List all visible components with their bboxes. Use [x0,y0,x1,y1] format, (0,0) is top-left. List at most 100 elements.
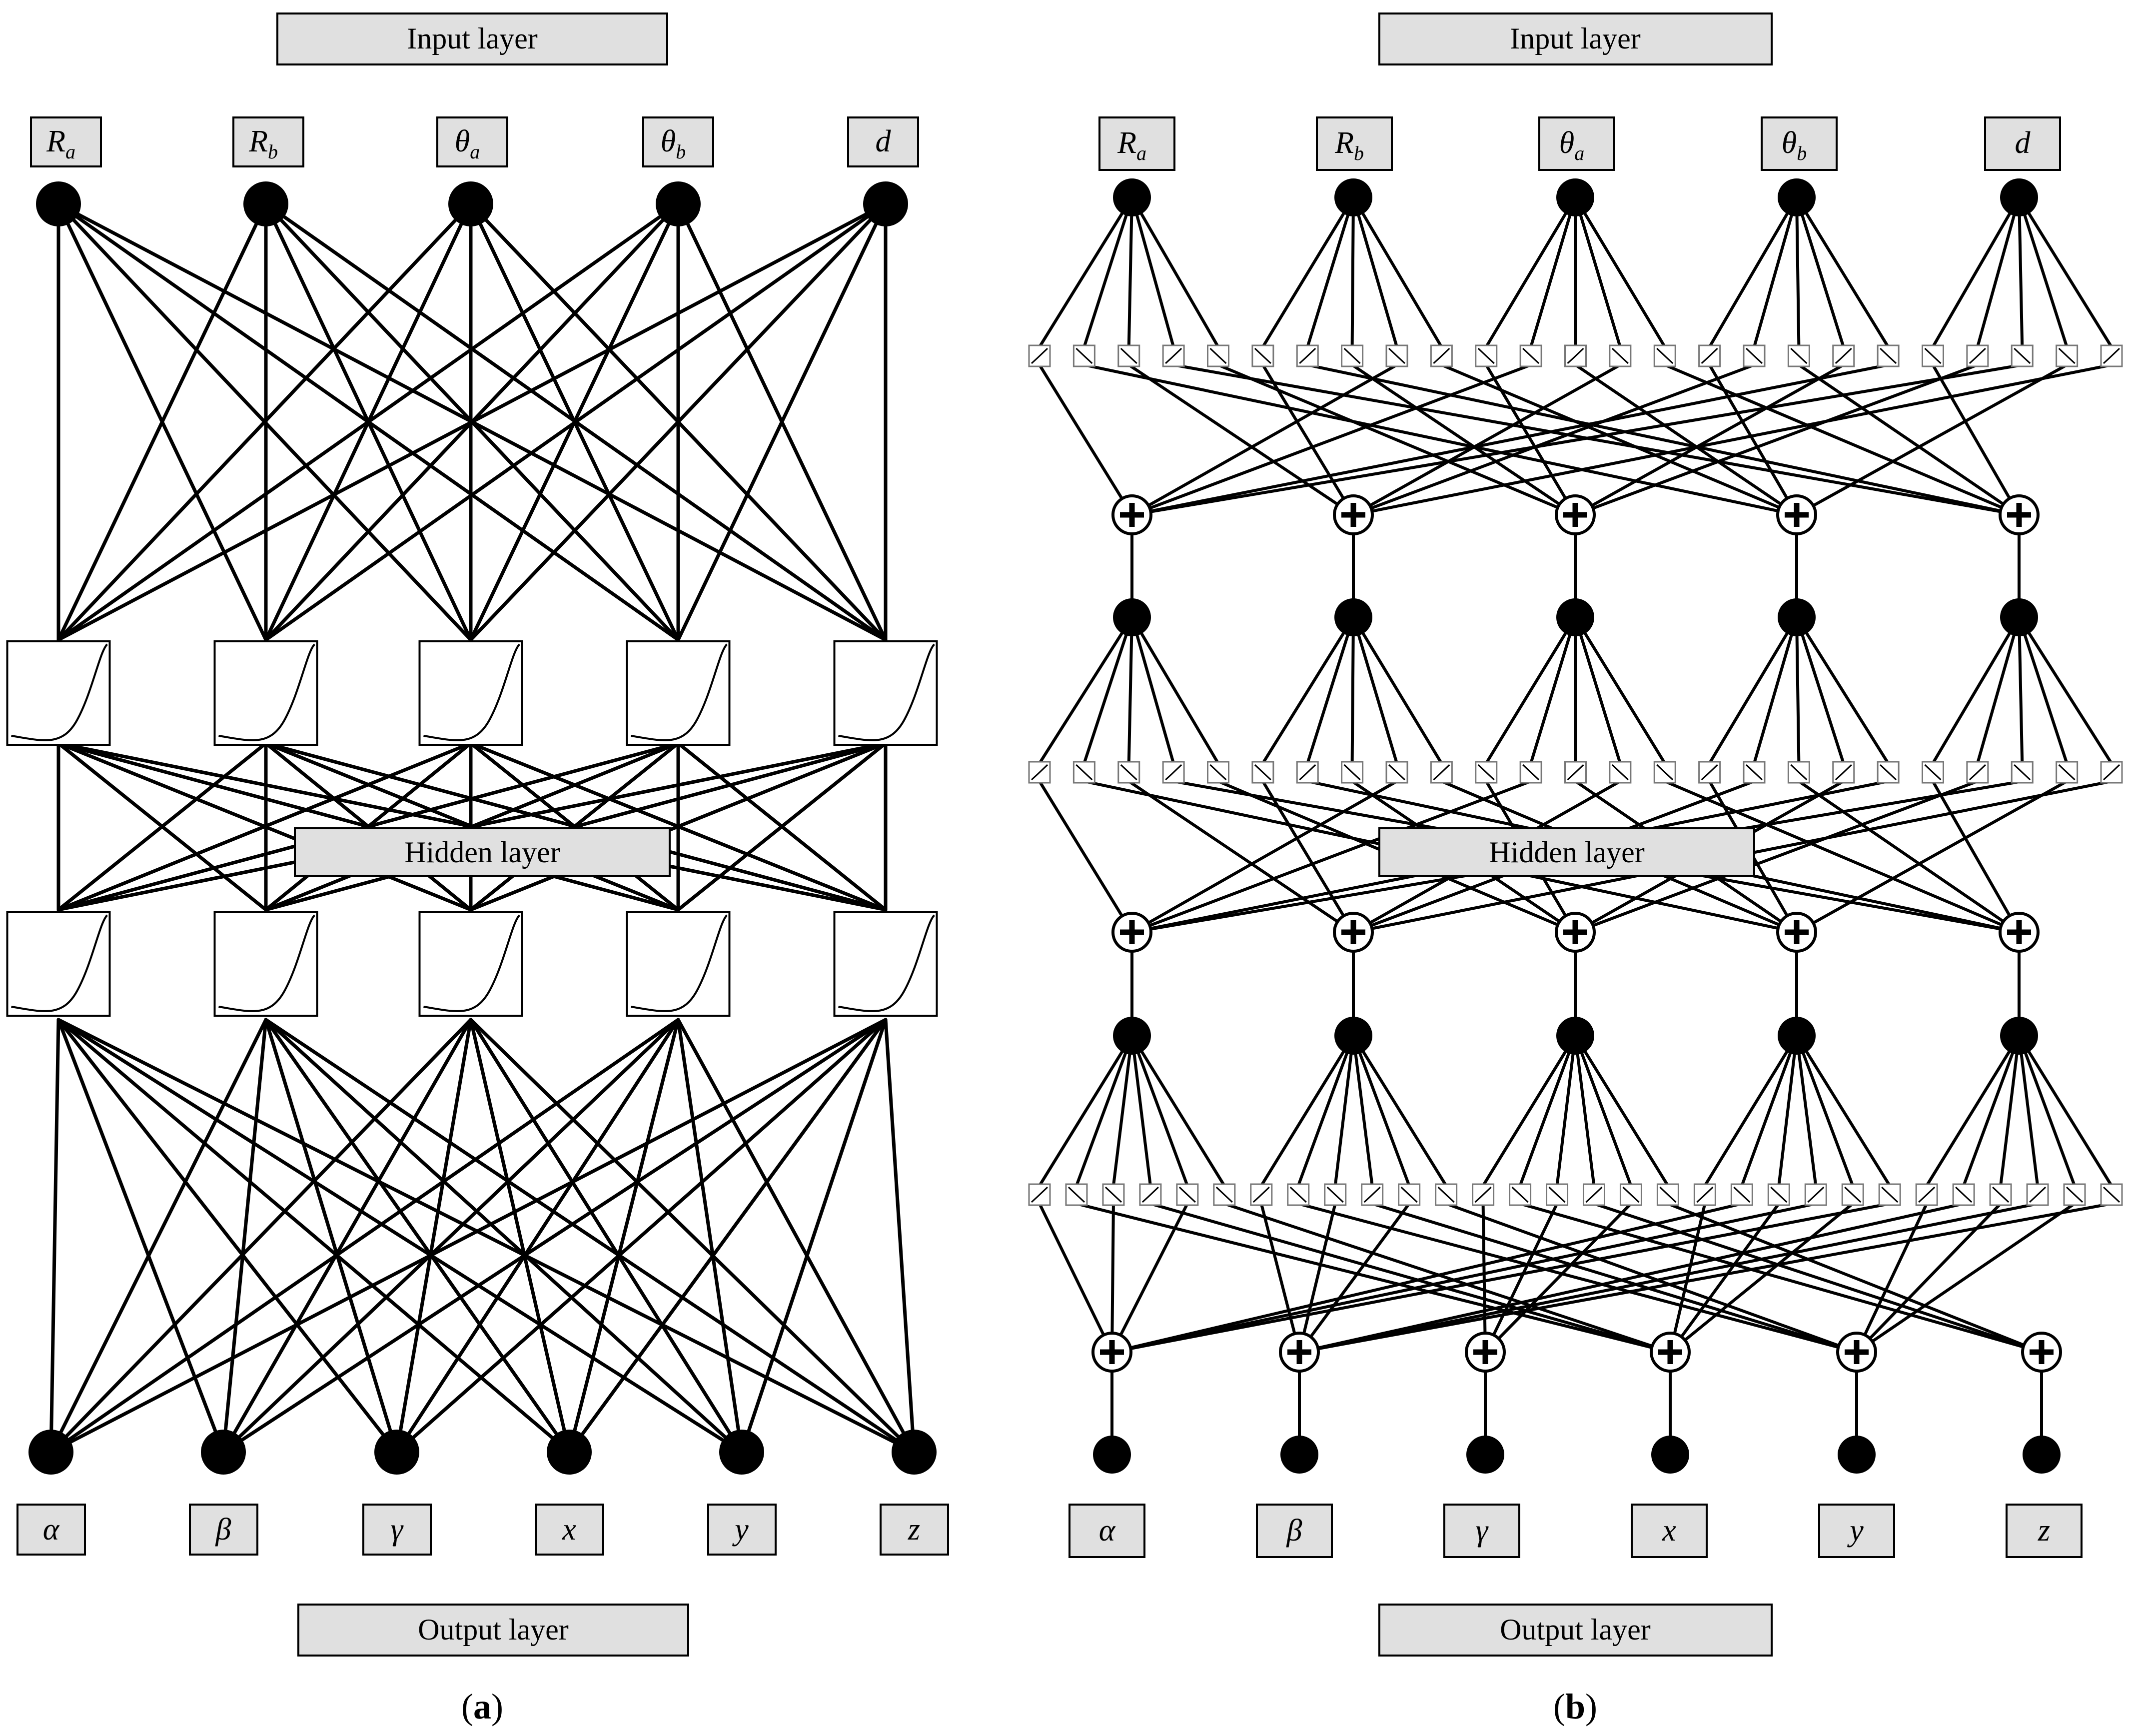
connection-line [1708,196,1798,348]
connection-line [49,1018,680,1454]
connection-line [2018,1034,2040,1187]
kan-function-icon [1472,1183,1495,1206]
connection-line [1130,1034,1189,1187]
connection-line [1038,1034,1133,1187]
kan-function-curve [1835,347,1852,364]
connection-line [1484,196,1577,348]
connection-line [1352,363,1756,516]
panel-b-input-d: d [1984,116,2061,171]
connection-line [1038,780,1133,934]
panel-a-output-x: x [535,1504,604,1556]
connection-line [676,202,888,642]
connection-line [1708,363,1798,516]
panel-a-input-layer-box: Input layer [276,12,668,65]
kan-function-curve [1807,1186,1825,1203]
kan-function-curve [1745,764,1763,781]
kan-function-icon [1804,1183,1827,1206]
connection-line [1110,1202,1818,1354]
kan-function-curve [1252,1186,1270,1203]
kan-function-curve [1701,347,1718,364]
connection-line [221,1018,680,1454]
kan-function-curve [1522,764,1540,781]
connection-line [1038,196,1133,348]
connection-line [1574,363,1798,516]
kan-function-icon [1385,761,1408,784]
activation-function-icon [418,911,523,1017]
connection-line [395,1018,888,1454]
connection-line [49,1018,888,1454]
kan-function-icon [1207,761,1229,784]
kan-function-curve [2103,764,2121,781]
panel-b-input-theta-a: θa [1538,116,1615,171]
sigmoid-curve [631,914,728,1012]
kan-function-icon [2100,344,2123,367]
connection-line [1261,363,1355,516]
connection-line [1298,1202,1411,1354]
kan-function-curve [2058,764,2076,781]
sigmoid-curve [838,643,936,741]
panel-a-hidden-layer-label: Hidden layer [404,836,560,869]
kan-function-curve [1745,347,1763,364]
kan-function-icon [2011,344,2034,367]
kan-function-curve [1209,764,1227,781]
connection-line [1529,616,1577,765]
connection-line [264,741,888,912]
connection-line [1592,1202,2043,1354]
input-neuron [863,181,908,226]
kan-function-icon [1475,344,1498,367]
connection-line [1666,1202,2043,1354]
output-neuron [374,1430,419,1475]
svg-text:γ: γ [391,1513,404,1547]
kan-function-icon [1207,344,1229,367]
summation-node [1836,1332,1877,1373]
kan-function-curve [1924,347,1942,364]
connection-line [395,1018,473,1454]
plus-icon [1563,920,1587,944]
connection-line [1976,196,2021,348]
connection-line [1082,196,1133,348]
sigmoid-curve [218,914,316,1012]
kan-function-icon [1385,344,1408,367]
panel-a-hidden-layer-box: Hidden layer [294,827,671,877]
kan-function-icon [1213,1183,1236,1206]
summation-node [2021,1332,2062,1373]
connection-line [1130,780,1533,934]
connection-line [56,1018,744,1454]
kan-function-icon [1966,344,1989,367]
summation-node [1776,494,1817,535]
kan-function-icon [1609,344,1632,367]
kan-function-curve [1120,764,1137,781]
connection-line [1797,780,2021,934]
svg-text:Rb: Rb [248,124,278,163]
kan-function-icon [1787,761,1810,784]
output-neuron [1651,1436,1689,1474]
plus-icon [1785,503,1809,527]
connection-line [2018,1034,2113,1187]
panel-a-caption: (a) [461,1687,503,1727]
plus-icon [1785,920,1809,944]
kan-function-curve [1567,347,1584,364]
panel-a-output-layer-box: Output layer [297,1604,689,1657]
kan-function-icon [1117,344,1140,367]
connection-line [469,741,888,912]
kan-function-icon [1546,1183,1569,1206]
panel-b-output-layer-box: Output layer [1378,1604,1773,1657]
connection-line [1663,363,2021,516]
kan-function-icon [1435,1183,1458,1206]
plus-icon [1473,1340,1497,1364]
kan-function-icon [1251,344,1274,367]
kan-function-curve [2066,1186,2084,1203]
connection-line [49,1018,268,1454]
connection-line [1127,780,1355,934]
plus-icon [1287,1340,1311,1364]
kan-function-icon [1475,761,1498,784]
connection-line [1261,780,1355,934]
kan-function-icon [1922,761,1944,784]
kan-function-curve [1696,1186,1714,1203]
connection-line [1130,1034,1226,1187]
connection-line [469,202,888,642]
kan-function-curve [1844,1186,1862,1203]
connection-line [1931,780,2021,934]
svg-text:x: x [1662,1514,1676,1548]
connection-line [1127,363,1355,516]
